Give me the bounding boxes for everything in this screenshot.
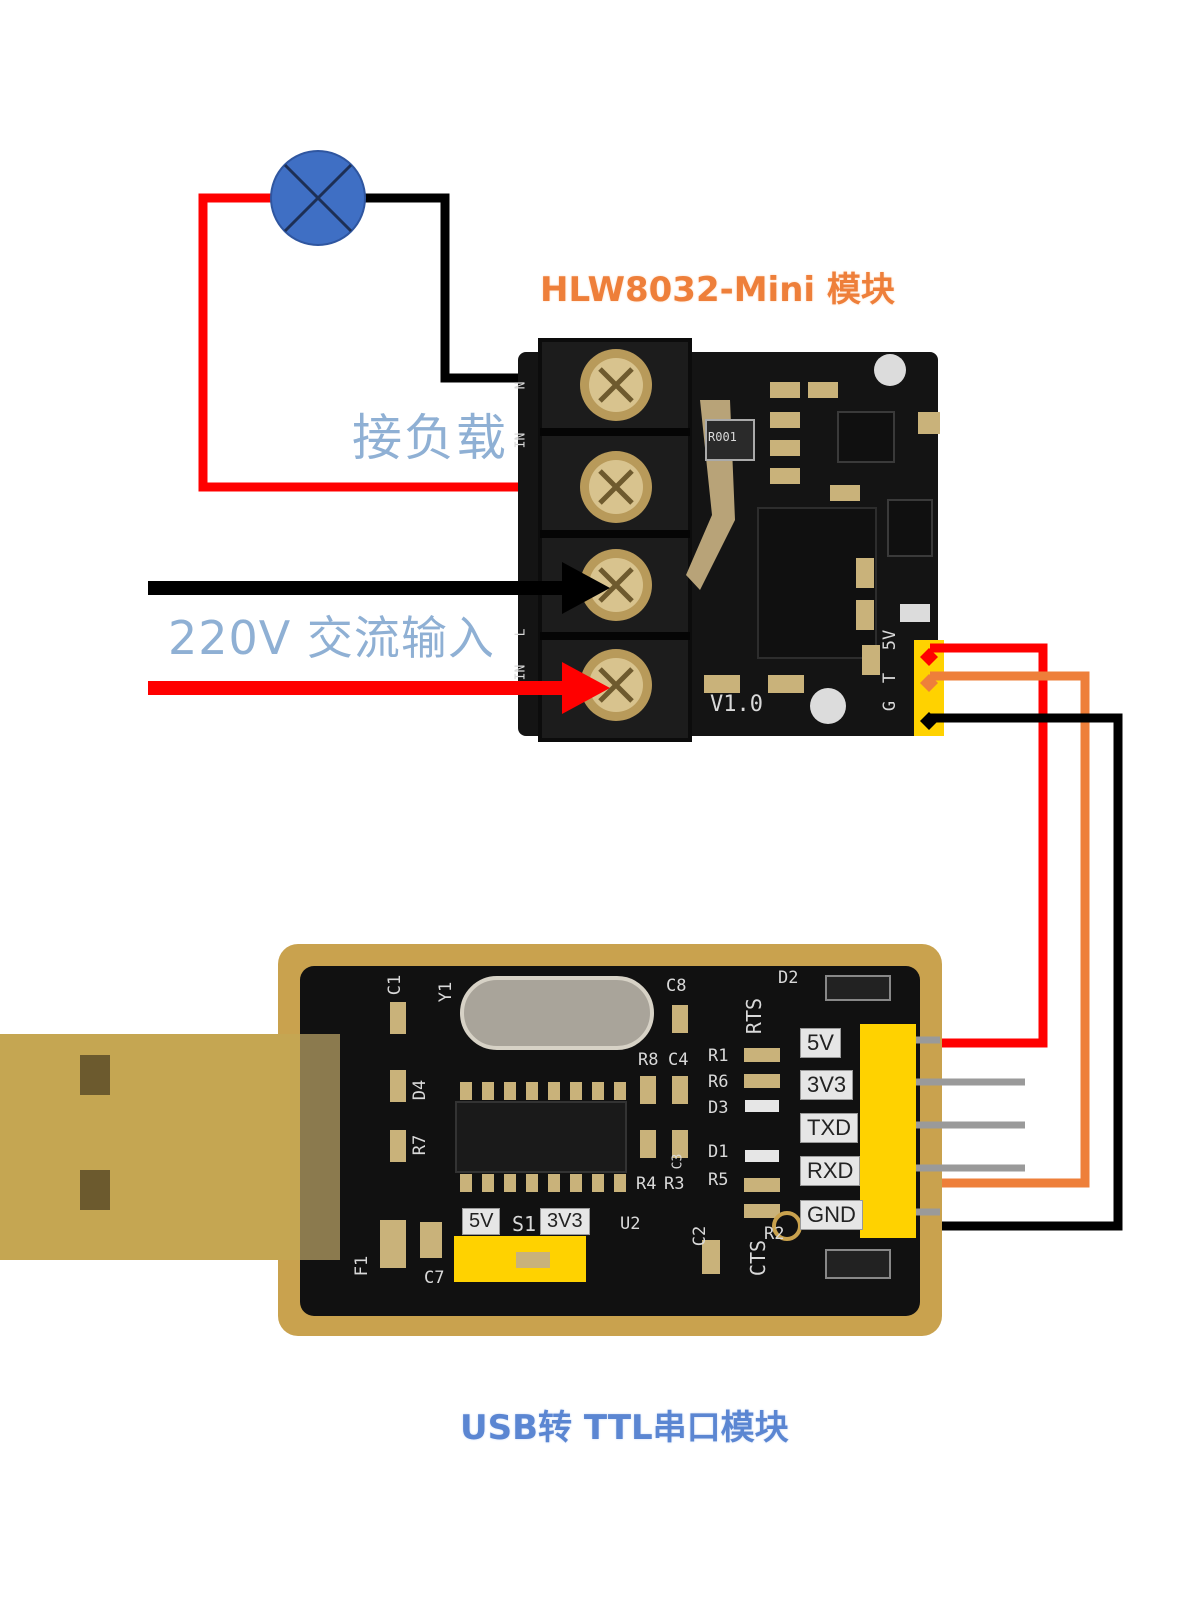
wire-gnd-black bbox=[930, 713, 1123, 1231]
load-wire-red bbox=[198, 193, 580, 492]
jumper-s1-label: S1 bbox=[512, 1212, 537, 1236]
silk-r2: R2 bbox=[764, 1224, 785, 1244]
silk-r8: R8 bbox=[638, 1050, 659, 1070]
hlw-pin-g: G bbox=[880, 700, 901, 712]
terminal-mark-l: L bbox=[513, 628, 529, 637]
ac-input-label: 220V 交流输入 bbox=[168, 611, 495, 665]
load-label: 接负载 bbox=[352, 409, 508, 467]
silk-c4: C4 bbox=[668, 1050, 689, 1070]
silk-f1: F1 bbox=[352, 1255, 373, 1277]
silk-r6: R6 bbox=[708, 1072, 729, 1092]
jumper-5v-label: 5V bbox=[462, 1208, 501, 1235]
usb-pin-5v: 5V bbox=[800, 1028, 841, 1058]
usb-pin-txd: TXD bbox=[800, 1113, 858, 1143]
silk-cts: CTS bbox=[746, 1239, 771, 1277]
hlw-pin-5v: 5V bbox=[880, 629, 901, 651]
terminal-mark-n1: N bbox=[513, 381, 529, 390]
usb-ttl-board bbox=[0, 944, 1025, 1336]
terminal-screw bbox=[580, 549, 652, 621]
silk-c1: C1 bbox=[385, 974, 406, 996]
wire-tx-orange bbox=[930, 671, 1090, 1188]
silk-c7: C7 bbox=[424, 1268, 445, 1288]
silk-d2: D2 bbox=[778, 968, 799, 988]
terminal-screw bbox=[580, 349, 652, 421]
jumper-3v3-label: 3V3 bbox=[540, 1208, 590, 1235]
hlw-pin-t: T bbox=[880, 672, 901, 684]
hlw8032-title: HLW8032-Mini 模块 bbox=[540, 270, 895, 310]
usb-ttl-title: USB转 TTL串口模块 bbox=[460, 1408, 789, 1448]
silk-r1: R1 bbox=[708, 1046, 729, 1066]
usb-pin-3v3: 3V3 bbox=[800, 1070, 854, 1100]
silk-c8: C8 bbox=[666, 976, 687, 996]
silk-r5: R5 bbox=[708, 1170, 729, 1190]
hlw8032-board bbox=[518, 338, 944, 742]
silk-d3: D3 bbox=[708, 1098, 729, 1118]
silk-y1: Y1 bbox=[436, 981, 457, 1003]
silk-r7: R7 bbox=[410, 1134, 431, 1156]
silk-d1: D1 bbox=[708, 1142, 729, 1162]
silk-d4: D4 bbox=[410, 1079, 431, 1101]
usb-pin-rxd: RXD bbox=[800, 1156, 861, 1186]
terminal-mark-in2: IN bbox=[513, 664, 529, 681]
wire-5v-red bbox=[930, 643, 1048, 1048]
arrow-black-icon bbox=[562, 562, 610, 614]
terminal-mark-in1: IN bbox=[513, 432, 529, 449]
silk-c2: C2 bbox=[690, 1225, 711, 1247]
silk-c3: C3 bbox=[670, 1153, 686, 1170]
silk-r3: R3 bbox=[664, 1174, 685, 1194]
lamp-icon bbox=[270, 150, 366, 246]
silk-u2: U2 bbox=[620, 1214, 641, 1234]
arrow-red-icon bbox=[562, 662, 610, 714]
terminal-screw bbox=[580, 649, 652, 721]
hlw-version: V1.0 bbox=[710, 692, 763, 717]
terminal-screw bbox=[580, 451, 652, 523]
silk-rts: RTS bbox=[742, 997, 767, 1035]
load-wire-black bbox=[318, 193, 590, 383]
usb-pin-gnd: GND bbox=[800, 1200, 863, 1230]
silk-r4: R4 bbox=[636, 1174, 657, 1194]
shunt-resistor-mark: R001 bbox=[708, 430, 737, 444]
